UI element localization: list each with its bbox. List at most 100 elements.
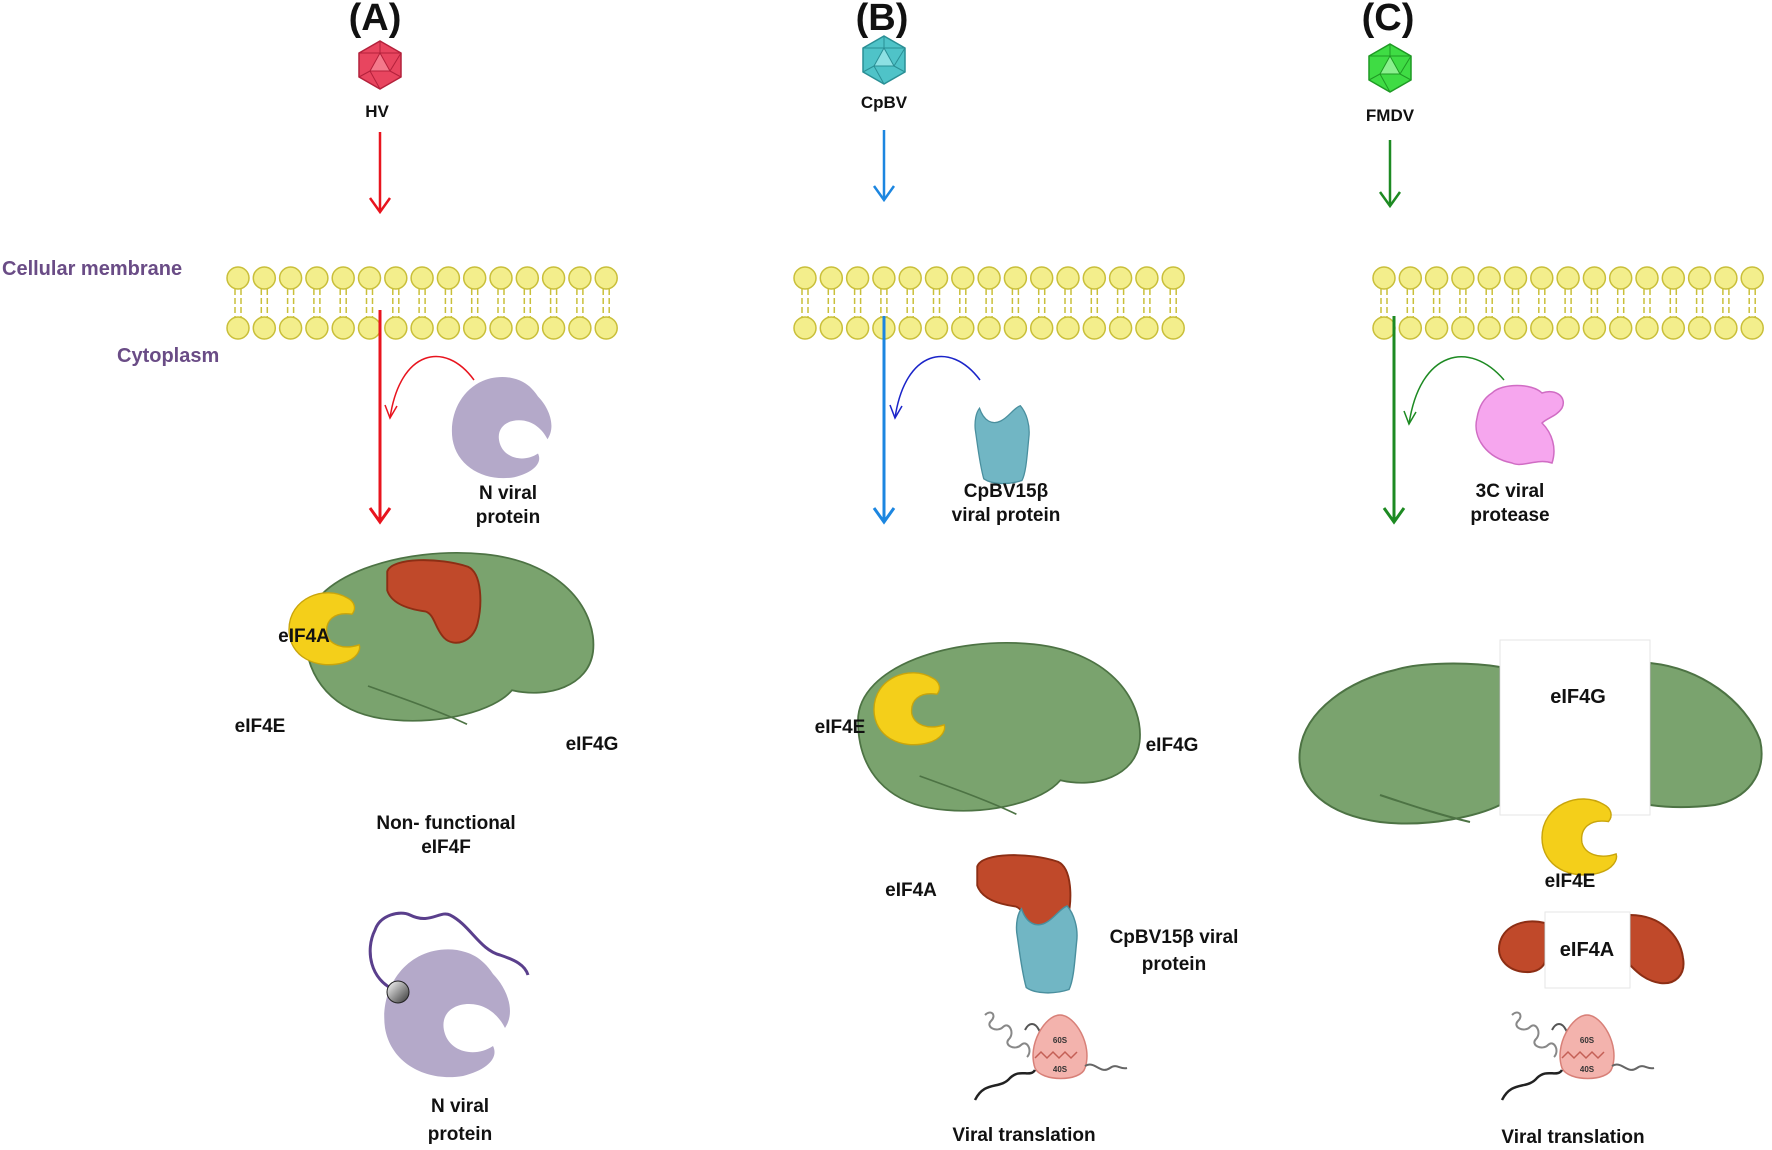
lipid-tails xyxy=(1432,289,1441,317)
lipid-head xyxy=(1608,316,1633,340)
3c-protease-label-2: protease xyxy=(1470,505,1549,526)
lipid-head xyxy=(1082,316,1107,340)
lipid-head xyxy=(357,316,382,340)
panel-b-membrane xyxy=(793,266,1185,340)
lipid-head xyxy=(568,266,592,290)
lipid-head xyxy=(1661,266,1686,290)
lipid-head xyxy=(436,316,461,340)
lipid-head xyxy=(278,266,303,290)
lipid-tails xyxy=(1695,289,1704,317)
lipid-tails xyxy=(1011,289,1020,317)
lipid-tails xyxy=(959,289,967,317)
lipid-head xyxy=(305,316,329,340)
cytoplasm-label: Cytoplasm xyxy=(117,345,219,367)
lipid-head xyxy=(898,266,922,290)
lipid-tails xyxy=(1564,289,1572,317)
cpbv15b-protein-icon xyxy=(974,405,1030,485)
lipid-head xyxy=(1108,316,1133,340)
panel-b-eif4g-label: eIF4G xyxy=(1146,735,1199,756)
lipid-head xyxy=(1740,316,1764,340)
lipid-head xyxy=(977,266,1001,290)
panel-c-eif4g-label: eIF4G xyxy=(1550,686,1606,708)
lipid-head xyxy=(515,266,540,290)
lipid-tails xyxy=(880,289,888,317)
panel-b-viral-translation-label: Viral translation xyxy=(952,1125,1095,1146)
lipid-head xyxy=(252,266,277,290)
lipid-tails xyxy=(1538,289,1546,317)
lipid-head xyxy=(1714,266,1738,290)
lipid-head xyxy=(252,316,277,340)
panel-a-eif4a-label: eIF4A xyxy=(278,626,330,647)
lipid-head xyxy=(410,316,434,340)
lipid-head xyxy=(489,316,513,340)
lipid-tails xyxy=(801,289,809,317)
panel-c-eif4g-left xyxy=(1298,662,1501,825)
lipid-head xyxy=(924,266,949,290)
panel-a-main-arrow xyxy=(368,310,392,525)
3c-protease-label-1: 3C viral xyxy=(1476,481,1545,502)
lipid-head xyxy=(1451,266,1475,290)
lipid-head xyxy=(1135,316,1159,340)
panel-b-curved-arrow xyxy=(889,355,981,420)
lipid-head xyxy=(1082,266,1107,290)
lipid-tails xyxy=(1116,289,1125,317)
lipid-head xyxy=(819,266,844,290)
lipid-tails xyxy=(549,289,558,317)
lipid-head xyxy=(331,316,355,340)
lipid-head xyxy=(436,266,461,290)
lipid-head xyxy=(1424,316,1449,340)
cpbv15b-label-1: CpBV15β xyxy=(964,481,1048,502)
lipid-head xyxy=(793,266,817,290)
lipid-tails xyxy=(1643,289,1651,317)
lipid-head xyxy=(410,266,434,290)
lipid-head xyxy=(226,316,250,340)
n-protein-bound-icon xyxy=(384,949,510,1078)
lipid-head xyxy=(462,266,487,290)
panel-b-letter: (B) xyxy=(856,0,909,39)
lipid-tails xyxy=(234,289,242,317)
lipid-tails xyxy=(444,289,453,317)
cpbv-virus-icon xyxy=(862,35,906,85)
lipid-head xyxy=(384,266,408,290)
lipid-head xyxy=(1477,266,1501,290)
panel-c-entry-arrow xyxy=(1378,140,1402,209)
panel-c-eif4e-label: eIF4E xyxy=(1545,871,1596,892)
panel-a-entry-arrow xyxy=(368,132,392,215)
cpbv-label: CpBV xyxy=(861,93,908,112)
rna-strand xyxy=(368,911,530,992)
lipid-head xyxy=(1740,266,1764,290)
lipid-tails xyxy=(1406,289,1415,317)
lipid-tails xyxy=(497,289,505,317)
panel-c-ribosome-icon: 60S 40S xyxy=(1500,1011,1655,1101)
lipid-head xyxy=(1635,316,1659,340)
panel-c-viral-translation-label: Viral translation xyxy=(1501,1127,1644,1148)
panel-c-eif4g-right xyxy=(1649,661,1763,809)
lipid-head xyxy=(1556,316,1580,340)
lipid-head xyxy=(951,316,975,340)
lipid-head xyxy=(872,266,896,290)
lipid-tails xyxy=(576,289,584,317)
panel-c-40s-label: 40S xyxy=(1580,1065,1595,1074)
lipid-head xyxy=(1398,266,1423,290)
lipid-head xyxy=(845,266,870,290)
panel-b-40s-label: 40S xyxy=(1053,1065,1068,1074)
fmdv-virus-icon xyxy=(1368,43,1412,93)
lipid-tails xyxy=(906,289,914,317)
panel-c-letter: (C) xyxy=(1362,0,1415,39)
panel-b-eif4a-label: eIF4A xyxy=(885,880,937,901)
lipid-tails xyxy=(1459,289,1467,317)
lipid-tails xyxy=(339,289,347,317)
lipid-head xyxy=(541,316,566,340)
lipid-head xyxy=(1135,266,1159,290)
panel-c-eif4a-right xyxy=(1629,913,1685,985)
lipid-head xyxy=(1635,266,1659,290)
lipid-head xyxy=(384,316,408,340)
lipid-head xyxy=(1556,266,1580,290)
lipid-tails xyxy=(1169,289,1177,317)
lipid-head xyxy=(898,316,922,340)
lipid-head xyxy=(845,316,870,340)
lipid-head xyxy=(462,316,487,340)
lipid-head xyxy=(793,316,817,340)
lipid-head xyxy=(1687,266,1712,290)
lipid-head xyxy=(594,316,618,340)
